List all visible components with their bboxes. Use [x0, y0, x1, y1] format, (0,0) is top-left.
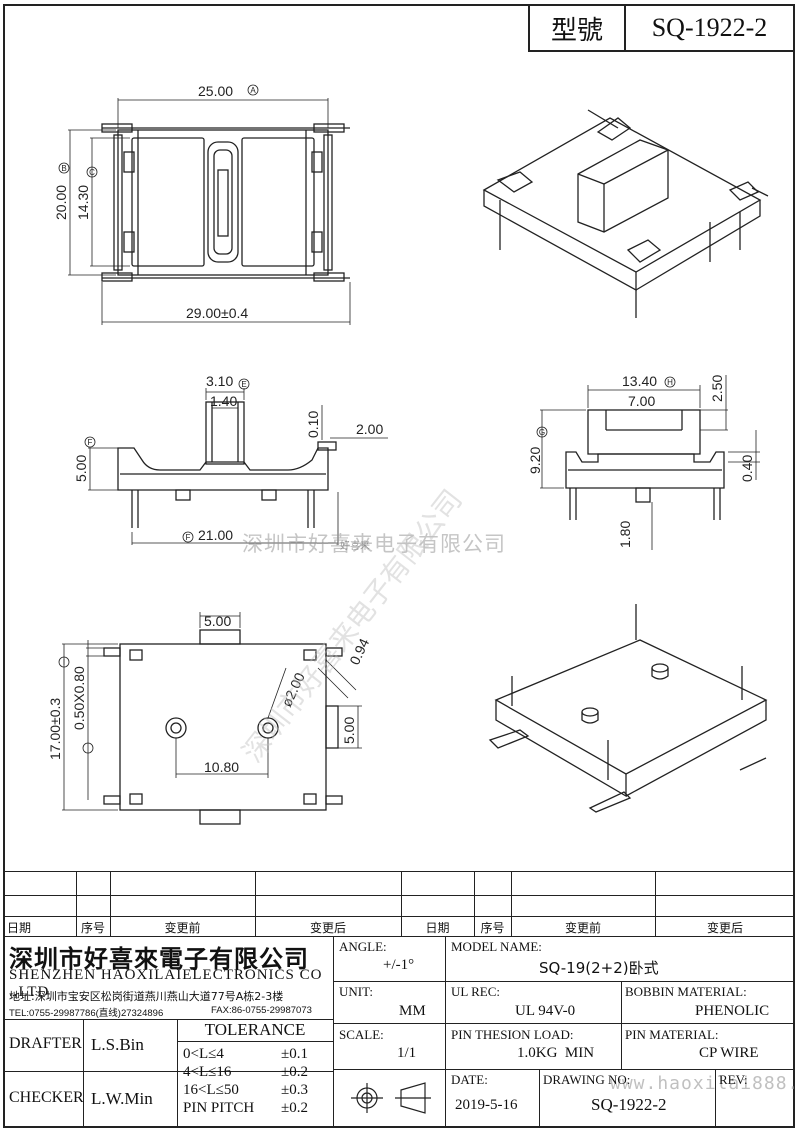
mark-g: G	[539, 428, 545, 437]
watermark-url: www.haoxilai888.com	[610, 1073, 800, 1094]
rev-label: REV:	[719, 1072, 748, 1087]
dim-bottom-1080: 10.80	[204, 759, 239, 775]
dim-side-length: 21.00	[198, 527, 233, 543]
company-name-cn: 深圳市好喜來電子有限公司	[9, 944, 309, 973]
rev-header-date-1: 日期	[7, 921, 32, 935]
dim-side-010: 0.10	[305, 411, 321, 438]
tolerance-value-2: ±0.2	[281, 1064, 308, 1080]
tolerance-value-1: ±0.1	[281, 1046, 308, 1062]
company-tel: TEL:0755-29987786(直线)27324896	[9, 1008, 164, 1019]
drawing-no-value: SQ-1922-2	[591, 1095, 667, 1114]
date-label: DATE:	[451, 1072, 488, 1087]
dim-bottom-050: 0.50X0.80	[71, 666, 87, 730]
dim-side-200: 2.00	[356, 421, 383, 437]
checker-label: CHECKER	[9, 1089, 84, 1106]
dim-side-pin: 1.40	[210, 393, 237, 409]
tolerance-range-2: 4<L≤16	[183, 1064, 232, 1080]
drafter-name: L.S.Bin	[91, 1035, 144, 1054]
tolerance-value-4: ±0.2	[281, 1100, 308, 1116]
iso-view-top	[482, 109, 769, 318]
bobbin-material-value: PHENOLIC	[695, 1003, 770, 1019]
engineering-drawing: 25.00 20.00 14.30 29.00±0.4 3.10 1.40 0.…	[47, 83, 769, 825]
mark-f2: F	[186, 533, 191, 542]
watermark-text: 深圳市好喜来电子有限公司	[242, 532, 506, 556]
dim-front-250: 2.50	[709, 375, 725, 402]
model-name-label: MODEL NAME:	[451, 939, 542, 954]
side-view	[117, 401, 337, 528]
front-view	[565, 409, 725, 520]
dim-front-width: 13.40	[622, 373, 657, 389]
company-name-en: SHENZHEN HAOXILAIELECTRONICS CO .,LTD	[9, 967, 323, 1000]
ul-value: UL 94V-0	[515, 1003, 576, 1019]
scale-label: SCALE:	[339, 1027, 384, 1042]
dim-top-width: 25.00	[198, 83, 233, 99]
dim-bottom-500r: 5.00	[341, 717, 357, 744]
dim-front-inner: 7.00	[628, 393, 655, 409]
angle-label: ANGLE:	[339, 939, 387, 954]
tolerance-range-4: PIN PITCH	[183, 1100, 255, 1116]
model-title-label: 型號	[530, 6, 626, 50]
drawing-frame	[3, 4, 795, 1128]
drawing-no-label: DRAWING NO:	[543, 1072, 631, 1087]
angle-value: +/-1°	[383, 957, 415, 973]
tolerance-range-3: 16<L≤50	[183, 1082, 239, 1098]
company-address: 地址:深圳市宝安区松岗街道燕川燕山大道77号A栋2-3楼	[9, 990, 284, 1003]
watermark-stamp: 好喜来	[340, 541, 370, 552]
pin-material-value: CP WIRE	[699, 1045, 759, 1061]
ul-label: UL REC:	[451, 984, 500, 999]
mark-a: A	[250, 86, 256, 95]
tolerance-value-3: ±0.3	[281, 1082, 308, 1098]
mark-e: E	[241, 380, 246, 389]
mark-c: C	[89, 168, 95, 177]
dim-top-height: 20.00	[53, 185, 69, 220]
dim-top-total: 29.00±0.4	[186, 305, 248, 321]
company-fax: FAX:86-0755-29987073	[211, 1005, 312, 1016]
unit-value: MM	[399, 1003, 426, 1019]
tolerance-range-1: 0<L≤4	[183, 1046, 224, 1062]
dim-side-height: 5.00	[73, 455, 89, 482]
mark-b: B	[61, 164, 66, 173]
tolerance-title: TOLERANCE	[204, 1020, 306, 1039]
checker-name: L.W.Min	[91, 1089, 153, 1108]
mark-f: F	[88, 438, 93, 447]
rev-header-before-1: 变更前	[164, 921, 201, 935]
title-block: 日期 序号 变更前 变更后 日期 序号 变更前 变更后 深圳市好喜來電子有限公司…	[3, 871, 795, 1128]
dim-front-180: 1.80	[617, 521, 633, 548]
model-title-box: 型號 SQ-1922-2	[528, 4, 795, 52]
bottom-view	[103, 629, 343, 825]
iso-view-bottom	[488, 604, 768, 813]
dim-bottom-500: 5.00	[204, 613, 231, 629]
rev-header-seq-2: 序号	[480, 921, 505, 935]
rev-header-before-2: 变更前	[564, 921, 601, 935]
pin-load-value: 1.0KG MIN	[517, 1045, 595, 1061]
rev-header-date-2: 日期	[425, 921, 450, 935]
pin-material-label: PIN MATERIAL:	[625, 1027, 719, 1042]
dim-bottom-17: 17.00±0.3	[47, 698, 63, 760]
rev-header-after-2: 变更后	[706, 921, 743, 935]
dim-top-inner: 14.30	[75, 185, 91, 220]
rev-header-after-1: 变更后	[309, 921, 346, 935]
rev-header-seq-1: 序号	[80, 921, 105, 935]
scale-value: 1/1	[397, 1045, 417, 1061]
top-view	[101, 123, 350, 282]
model-name-value: SQ-19(2+2)卧式	[539, 959, 659, 977]
bobbin-material-label: BOBBIN MATERIAL:	[625, 984, 747, 999]
projection-symbol-icon	[351, 1082, 431, 1114]
pin-load-label: PIN THESION LOAD:	[451, 1027, 574, 1042]
mark-i: I	[63, 658, 65, 667]
dim-side-top: 3.10	[206, 373, 233, 389]
model-title-value: SQ-1922-2	[651, 13, 768, 42]
dim-front-040: 0.40	[739, 455, 755, 482]
date-value: 2019-5-16	[455, 1097, 518, 1113]
dim-front-height: 9.20	[527, 447, 543, 474]
drafter-label: DRAFTER	[9, 1035, 82, 1052]
unit-label: UNIT:	[339, 984, 374, 999]
mark-h: H	[667, 378, 673, 387]
